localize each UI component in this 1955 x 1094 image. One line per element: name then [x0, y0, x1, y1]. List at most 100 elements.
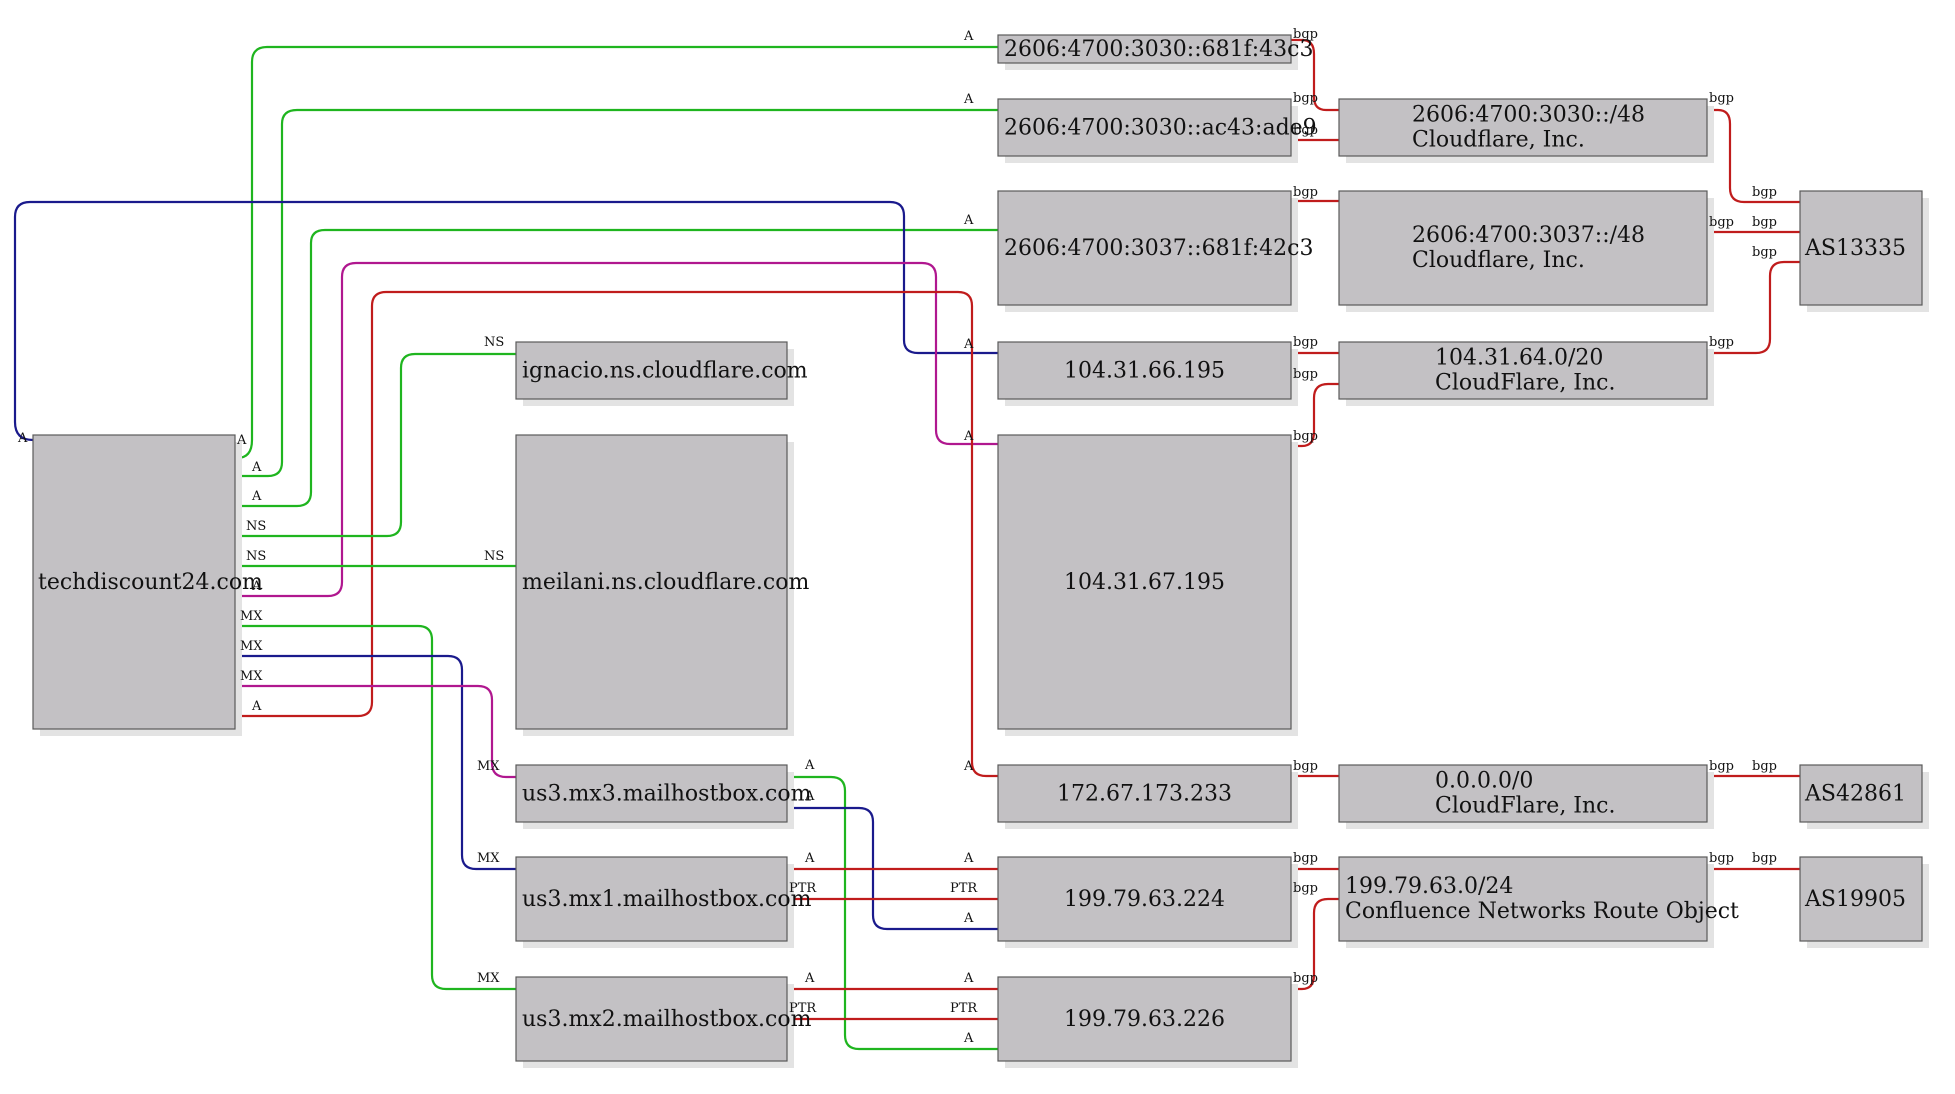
node-label: AS13335	[1804, 236, 1906, 261]
node-box	[515, 976, 788, 1062]
node-box	[997, 34, 1292, 64]
node-box	[1338, 856, 1708, 942]
edge-green	[237, 228, 998, 508]
edge-label-a: A	[963, 851, 974, 866]
edge-label-bgp: bgp	[1752, 759, 1777, 774]
edge-label-a: A	[251, 579, 262, 594]
edge-label-bgp: bgp	[1293, 851, 1318, 866]
node-box	[1799, 856, 1923, 942]
edge-label-mx: MX	[240, 669, 263, 684]
node-label: us3.mx1.mailhostbox.com	[522, 887, 812, 912]
node-label: us3.mx3.mailhostbox.com	[522, 782, 812, 807]
node-label: 104.31.67.195	[1064, 570, 1225, 595]
edge-label-a: A	[963, 92, 974, 107]
edge-red	[1291, 897, 1339, 991]
node-label: 104.31.66.195	[1064, 359, 1225, 384]
node-mx2: us3.mx2.mailhostbox.com	[515, 976, 812, 1068]
edge-label-bgp: bgp	[1293, 91, 1318, 106]
edge-label-ns: NS	[246, 519, 266, 534]
node-ip-172: 172.67.173.233	[997, 764, 1298, 829]
edge-label-ns: NS	[484, 549, 504, 564]
node-ip6-a: 2606:4700:3030::681f:43c3	[997, 34, 1313, 70]
edge-red	[1291, 382, 1339, 448]
edge-label-a: A	[804, 971, 815, 986]
node-label: 199.79.63.0/24	[1345, 874, 1513, 899]
edge-green	[236, 45, 998, 460]
node-ip6-c: 2606:4700:3037::681f:42c3	[997, 190, 1313, 312]
node-label: 0.0.0.0/0	[1435, 769, 1533, 794]
node-mx1: us3.mx1.mailhostbox.com	[515, 856, 812, 948]
edge-label-a: A	[804, 789, 815, 804]
node-label: CloudFlare, Inc.	[1435, 794, 1615, 819]
edge-label-a: A	[251, 699, 262, 714]
node-label: Cloudflare, Inc.	[1412, 248, 1585, 273]
edge-label-a: A	[963, 213, 974, 228]
edge-label-a: A	[963, 29, 974, 44]
edge-label-ptr: PTR	[789, 1001, 817, 1016]
edge-label-bgp: bgp	[1293, 123, 1318, 138]
edge-label-a: A	[236, 433, 247, 448]
edge-label-bgp: bgp	[1709, 91, 1734, 106]
node-label: techdiscount24.com	[38, 570, 263, 595]
edge-label-a: A	[251, 460, 262, 475]
node-ip-66: 104.31.66.195	[997, 341, 1298, 406]
node-box	[1338, 764, 1708, 823]
edge-label-bgp: bgp	[1709, 335, 1734, 350]
edge-label-ns: NS	[246, 549, 266, 564]
node-box	[997, 341, 1292, 400]
node-box	[1338, 98, 1708, 157]
edge-label-a: A	[17, 431, 28, 446]
node-label: CloudFlare, Inc.	[1435, 371, 1615, 396]
edge-blue	[237, 654, 516, 871]
node-box	[1338, 190, 1708, 306]
edge-label-a: A	[963, 429, 974, 444]
node-box	[997, 764, 1292, 823]
edge-blue	[13, 200, 998, 442]
edge-green	[237, 108, 998, 478]
edge-label-bgp: bgp	[1709, 759, 1734, 774]
node-label: 104.31.64.0/20	[1435, 346, 1603, 371]
edge-label-a: A	[963, 911, 974, 926]
edge-label-bgp: bgp	[1293, 759, 1318, 774]
edge-red	[1707, 108, 1800, 204]
node-box	[1799, 190, 1923, 306]
nodes-layer: techdiscount24.com ignacio.ns.cloudflare.…	[32, 34, 1929, 1068]
edge-label-mx: MX	[477, 851, 500, 866]
node-box	[32, 434, 236, 730]
node-box	[997, 434, 1292, 730]
node-box	[997, 856, 1292, 942]
node-box	[997, 976, 1292, 1062]
node-box	[515, 856, 788, 942]
node-ns-ignacio: ignacio.ns.cloudflare.com	[515, 341, 808, 406]
edge-label-bgp: bgp	[1709, 215, 1734, 230]
node-as-42861: AS42861	[1799, 764, 1929, 829]
edge-label-bgp: bgp	[1293, 185, 1318, 200]
node-box	[1338, 341, 1708, 400]
node-label: AS19905	[1804, 887, 1906, 912]
edge-label-mx: MX	[240, 609, 263, 624]
edge-red	[1291, 38, 1339, 112]
node-box	[997, 190, 1292, 306]
edges-layer	[13, 38, 1800, 1051]
node-ip-226: 199.79.63.226	[997, 976, 1298, 1068]
node-label: Confluence Networks Route Object	[1345, 899, 1739, 924]
edge-label-mx: MX	[477, 759, 500, 774]
edge-label-a: A	[251, 489, 262, 504]
edge-label-ptr: PTR	[950, 1001, 978, 1016]
node-ip-224: 199.79.63.224	[997, 856, 1298, 948]
edge-label-bgp: bgp	[1293, 335, 1318, 350]
node-mx3: us3.mx3.mailhostbox.com	[515, 764, 812, 829]
node-label: 2606:4700:3030::681f:43c3	[1004, 37, 1313, 62]
edge-label-mx: MX	[240, 639, 263, 654]
node-box	[515, 764, 788, 823]
edge-label-mx: MX	[477, 971, 500, 986]
edge-red	[237, 290, 998, 778]
node-ns-meilani: meilani.ns.cloudflare.com	[515, 434, 809, 736]
node-label: 172.67.173.233	[1057, 782, 1232, 807]
